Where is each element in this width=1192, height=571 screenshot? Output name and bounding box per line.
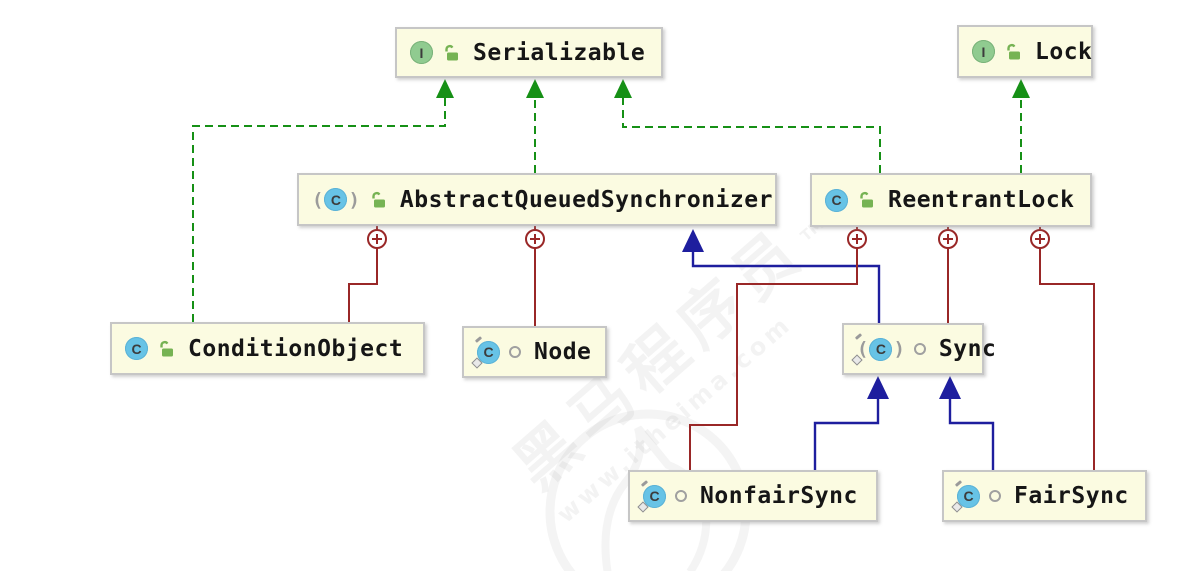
class-node-reentrantlock[interactable]: C ReentrantLock — [810, 173, 1092, 227]
class-node-fairsync[interactable]: C FairSync — [942, 470, 1147, 522]
public-padlock-icon — [857, 191, 875, 209]
plus-icon — [530, 234, 540, 244]
edge-aqs-implements-serializable[interactable] — [526, 79, 544, 173]
plus-icon — [943, 234, 953, 244]
class-name: NonfairSync — [700, 483, 858, 509]
plus-icon — [1035, 234, 1045, 244]
class-name: Node — [534, 339, 592, 365]
public-padlock-icon — [369, 191, 387, 209]
class-node-sync[interactable]: C Sync — [842, 323, 996, 375]
edge-reentrantlock-inner-nonfairsync[interactable] — [689, 227, 867, 470]
edge-reentrantlock-implements-lock[interactable] — [1012, 79, 1030, 173]
edge-nonfairsync-extends-sync[interactable] — [813, 376, 889, 470]
public-padlock-icon — [157, 340, 175, 358]
package-private-icon — [675, 490, 687, 502]
static-class-icon: C — [951, 479, 980, 513]
edge-reentrantlock-inner-sync[interactable] — [938, 227, 958, 323]
abstract-static-class-icon: C — [851, 332, 905, 366]
class-node-lock[interactable]: I Lock — [957, 25, 1093, 78]
package-private-icon — [989, 490, 1001, 502]
static-mark-icon — [854, 332, 863, 340]
package-private-icon — [913, 343, 926, 355]
class-icon: C — [125, 337, 148, 360]
edge-conditionobject-implements-serializable[interactable] — [192, 79, 454, 322]
static-mark-icon — [640, 479, 649, 487]
public-padlock-icon — [442, 44, 460, 62]
class-name: Serializable — [473, 39, 646, 66]
edge-fairsync-extends-sync[interactable] — [939, 376, 995, 470]
class-node-node[interactable]: C Node — [462, 326, 607, 378]
abstract-class-icon: C — [312, 188, 360, 211]
static-class-icon: C — [471, 335, 500, 369]
class-name: FairSync — [1014, 483, 1129, 509]
public-padlock-icon — [1004, 43, 1022, 61]
class-node-abstractqueuedsynchronizer[interactable]: C AbstractQueuedSynchronizer — [297, 173, 777, 226]
interface-icon: I — [410, 41, 433, 64]
class-name: Sync — [938, 336, 997, 362]
plus-icon — [372, 234, 382, 244]
class-node-conditionobject[interactable]: C ConditionObject — [110, 322, 425, 375]
interface-icon: I — [972, 40, 995, 63]
edge-aqs-inner-node[interactable] — [525, 226, 545, 326]
static-mark-icon — [474, 335, 483, 343]
static-mark-icon — [851, 353, 863, 366]
class-node-serializable[interactable]: I Serializable — [395, 27, 663, 78]
class-node-nonfairsync[interactable]: C NonfairSync — [628, 470, 878, 522]
package-private-icon — [509, 346, 521, 358]
edge-reentrantlock-implements-serializable[interactable] — [614, 79, 881, 173]
class-icon: C — [825, 188, 848, 212]
edge-aqs-inner-conditionobject[interactable] — [348, 226, 387, 322]
class-name: ReentrantLock — [888, 187, 1075, 213]
edge-reentrantlock-inner-fairsync[interactable] — [1030, 227, 1095, 470]
class-name: ConditionObject — [188, 335, 404, 362]
static-class-icon: C — [637, 479, 666, 513]
plus-icon — [852, 234, 862, 244]
static-mark-icon — [954, 479, 963, 487]
class-name: Lock — [1035, 38, 1093, 65]
edge-sync-extends-aqs[interactable] — [682, 229, 881, 323]
class-name: AbstractQueuedSynchronizer — [399, 186, 773, 213]
